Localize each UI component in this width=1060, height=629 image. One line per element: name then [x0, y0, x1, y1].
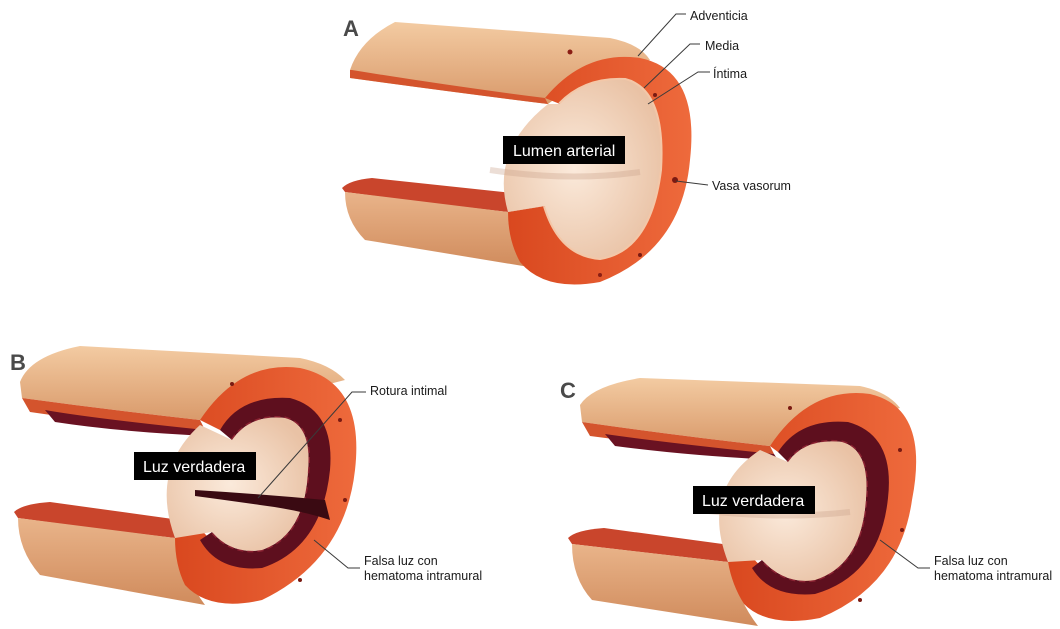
panel-a: A Lumen arterial Adventicia — [342, 9, 791, 285]
callout-intima: Íntima — [713, 66, 747, 81]
panel-b-letter: B — [10, 350, 26, 375]
panel-c: C Luz verdadera Falsa luz con he — [560, 378, 1052, 626]
callout-adventicia: Adventicia — [690, 9, 748, 23]
callout-rotura: Rotura intimal — [370, 384, 447, 398]
callout-falsa-c-line2: hematoma intramural — [934, 569, 1052, 583]
leader-adventicia — [638, 14, 686, 56]
callout-falsa-b-line1: Falsa luz con — [364, 554, 438, 568]
panel-a-letter: A — [343, 16, 359, 41]
panel-b-lumen-label: Luz verdadera — [143, 459, 245, 476]
callout-media: Media — [705, 39, 739, 53]
callout-vasa: Vasa vasorum — [712, 179, 791, 193]
panel-b: B Luz verdadera Rotura — [10, 346, 482, 605]
callout-falsa-b-line2: hematoma intramural — [364, 569, 482, 583]
panel-c-letter: C — [560, 378, 576, 403]
panel-a-lumen-label: Lumen arterial — [513, 143, 615, 160]
callout-falsa-c-line1: Falsa luz con — [934, 554, 1008, 568]
panel-c-lumen-label: Luz verdadera — [702, 493, 804, 510]
